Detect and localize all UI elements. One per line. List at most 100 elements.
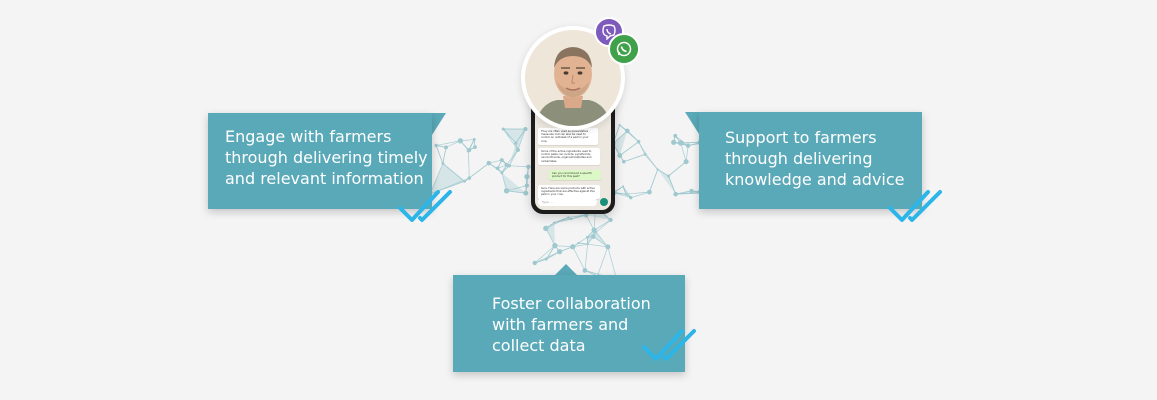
- network-link: [517, 128, 526, 151]
- network-link: [488, 162, 503, 174]
- network-node: [434, 143, 438, 148]
- chat-message: Some of the active ingredients used to c…: [538, 148, 600, 165]
- network-link: [638, 141, 646, 155]
- network-link: [587, 231, 597, 238]
- network-link: [675, 190, 692, 195]
- network-link: [584, 244, 589, 271]
- network-link: [429, 163, 444, 195]
- network-link: [578, 236, 588, 244]
- network-link: [568, 214, 587, 218]
- network-link: [545, 228, 556, 246]
- callout-support: Support to farmers through delivering kn…: [699, 112, 922, 209]
- network-node: [552, 221, 556, 224]
- whatsapp-icon: [608, 33, 640, 65]
- chat-message: Can you recommend a specific product for…: [549, 170, 601, 181]
- double-check-icon: [398, 190, 452, 222]
- network-link: [501, 164, 507, 173]
- network-node: [647, 189, 652, 195]
- network-node: [622, 159, 626, 164]
- network-facet: [587, 236, 594, 245]
- network-link: [506, 190, 526, 194]
- network-link: [554, 245, 573, 248]
- message-input[interactable]: Type ...: [538, 198, 597, 206]
- network-link: [644, 154, 659, 170]
- network-link: [578, 242, 588, 245]
- network-node: [523, 127, 528, 132]
- network-link: [467, 150, 470, 179]
- network-link: [625, 191, 650, 195]
- network-link: [508, 149, 519, 166]
- network-link: [534, 251, 560, 264]
- network-link: [593, 236, 609, 248]
- card-pointer: [432, 113, 446, 135]
- network-facet: [509, 143, 518, 166]
- network-link: [501, 165, 510, 173]
- double-check-icon: [642, 329, 696, 361]
- network-node: [543, 225, 549, 232]
- network-link: [501, 172, 507, 191]
- network-link: [534, 245, 556, 264]
- network-link: [572, 242, 579, 248]
- network-link: [675, 192, 701, 195]
- network-link: [613, 192, 631, 199]
- network-link: [622, 186, 632, 198]
- network-link: [619, 141, 639, 156]
- network-node: [595, 231, 598, 234]
- network-facet: [503, 129, 526, 144]
- network-link: [595, 231, 609, 248]
- network-link: [680, 142, 687, 162]
- network-link: [595, 219, 611, 233]
- network-link: [445, 140, 461, 148]
- network-link: [607, 246, 618, 280]
- network-node: [577, 241, 580, 245]
- network-link: [545, 217, 569, 229]
- network-link: [587, 229, 595, 238]
- network-link: [612, 130, 628, 144]
- network-link: [468, 139, 475, 151]
- network-link: [506, 185, 527, 192]
- network-node: [667, 174, 670, 178]
- network-node: [671, 139, 677, 145]
- network-node: [486, 160, 492, 166]
- callout-line: Engage with farmers: [225, 127, 392, 146]
- card-pointer: [685, 112, 699, 134]
- callout-line: and relevant information: [225, 169, 424, 188]
- network-link: [587, 243, 608, 248]
- callout-engage: Engage with farmers through delivering t…: [208, 113, 432, 209]
- network-link: [515, 128, 526, 144]
- callout-line: collect data: [492, 336, 586, 355]
- network-node: [629, 195, 633, 200]
- network-node: [586, 235, 589, 239]
- network-node: [618, 124, 621, 127]
- network-node: [467, 176, 472, 180]
- network-node: [503, 188, 510, 194]
- network-node: [526, 164, 531, 170]
- callout-line: Foster collaboration: [492, 294, 651, 313]
- callout-line: Support to farmers: [725, 128, 877, 147]
- network-node: [466, 149, 471, 153]
- network-link: [506, 149, 519, 166]
- network-node: [532, 260, 537, 266]
- mic-icon[interactable]: [600, 198, 608, 206]
- network-link: [442, 163, 465, 182]
- network-node: [636, 139, 641, 144]
- network-link: [545, 222, 555, 229]
- network-link: [509, 165, 529, 168]
- chat-message: They are often used as preventative meas…: [538, 128, 598, 145]
- network-link: [554, 218, 572, 224]
- network-link: [627, 130, 639, 142]
- callout-collaborate: Foster collaboration with farmers and co…: [453, 275, 685, 372]
- callout-text: Support to farmers through delivering kn…: [725, 127, 925, 190]
- network-link: [442, 147, 447, 164]
- network-link: [572, 246, 586, 271]
- card-pointer: [555, 264, 577, 275]
- network-link: [657, 169, 669, 177]
- network-node: [499, 158, 504, 163]
- network-facet: [593, 232, 608, 247]
- network-link: [525, 176, 528, 194]
- network-link: [597, 246, 609, 277]
- network-facet: [501, 172, 526, 194]
- network-link: [685, 145, 689, 162]
